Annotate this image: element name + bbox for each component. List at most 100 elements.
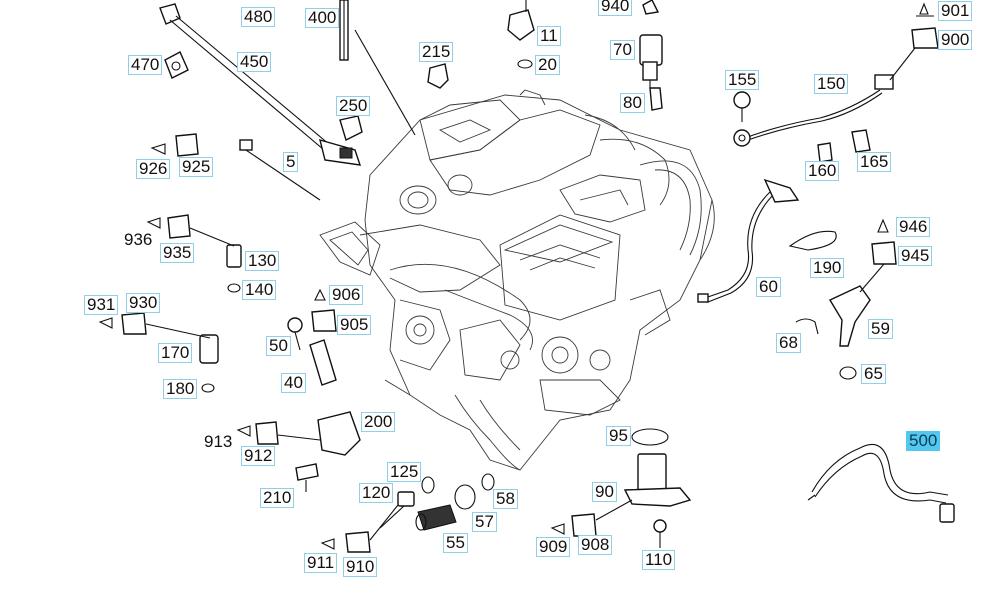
callout-480[interactable]: 480 — [241, 7, 276, 27]
callout-57[interactable]: 57 — [472, 512, 497, 532]
part-11-drawing — [507, 0, 535, 41]
callout-50[interactable]: 50 — [266, 336, 291, 356]
part-160-drawing — [817, 142, 833, 163]
part-40-drawing — [309, 339, 337, 386]
callout-940[interactable]: 940 — [598, 0, 633, 16]
callout-165[interactable]: 165 — [857, 152, 892, 172]
part-930-drawing — [121, 312, 147, 335]
part-480-drawing — [159, 3, 337, 156]
callout-95[interactable]: 95 — [606, 426, 631, 446]
part-150-drawing — [733, 47, 916, 147]
part-913-drawing — [236, 425, 251, 437]
callout-935[interactable]: 935 — [160, 243, 195, 263]
callout-215[interactable]: 215 — [419, 42, 454, 62]
callout-170[interactable]: 170 — [158, 343, 193, 363]
part-450-drawing — [319, 138, 362, 166]
part-935-drawing — [167, 214, 191, 239]
callout-120[interactable]: 120 — [359, 483, 394, 503]
callout-900[interactable]: 900 — [938, 30, 973, 50]
callout-150[interactable]: 150 — [814, 74, 849, 94]
callout-190[interactable]: 190 — [810, 258, 845, 278]
part-170-drawing — [145, 323, 219, 364]
part-65-drawing — [839, 366, 857, 380]
part-908-drawing — [571, 499, 633, 537]
part-90-drawing — [623, 453, 692, 507]
callout-80[interactable]: 80 — [620, 93, 645, 113]
callout-40[interactable]: 40 — [281, 373, 306, 393]
part-946-drawing — [877, 218, 889, 233]
callout-250[interactable]: 250 — [336, 96, 371, 116]
callout-909[interactable]: 909 — [536, 537, 571, 557]
part-68-drawing — [795, 318, 819, 335]
callout-140[interactable]: 140 — [242, 280, 277, 300]
callout-200[interactable]: 200 — [361, 412, 396, 432]
engine-assembly-drawing — [319, 89, 715, 471]
part-210-drawing — [295, 463, 319, 492]
callout-60[interactable]: 60 — [756, 277, 781, 297]
callout-125[interactable]: 125 — [387, 462, 422, 482]
callout-901[interactable]: 901 — [938, 1, 973, 21]
callout-500-selected[interactable]: 500 — [906, 431, 941, 451]
callout-911[interactable]: 911 — [304, 553, 338, 573]
part-912-drawing — [255, 421, 279, 445]
callout-59[interactable]: 59 — [868, 319, 893, 339]
part-55-drawing — [415, 504, 457, 531]
callout-905[interactable]: 905 — [337, 315, 372, 335]
callout-180[interactable]: 180 — [163, 379, 198, 399]
part-940-drawing — [642, 0, 660, 15]
callout-945[interactable]: 945 — [898, 246, 933, 266]
part-931-drawing — [98, 317, 113, 329]
callout-936[interactable]: 936 — [124, 230, 153, 249]
callout-155[interactable]: 155 — [725, 70, 760, 90]
callout-913[interactable]: 913 — [204, 432, 233, 451]
callout-130[interactable]: 130 — [245, 251, 280, 271]
leader-line-400 — [354, 29, 416, 136]
callout-55[interactable]: 55 — [443, 533, 468, 553]
part-120-drawing — [379, 491, 415, 529]
callout-58[interactable]: 58 — [493, 489, 518, 509]
callout-65[interactable]: 65 — [861, 364, 886, 384]
part-910-drawing — [345, 504, 399, 553]
callout-910[interactable]: 910 — [343, 557, 378, 577]
callout-400[interactable]: 400 — [305, 8, 340, 28]
part-500-drawing — [807, 443, 955, 523]
callout-931[interactable]: 931 — [84, 295, 119, 315]
part-110-drawing — [653, 519, 667, 548]
part-905-drawing — [311, 309, 337, 332]
callout-926[interactable]: 926 — [136, 159, 171, 179]
part-900-drawing — [911, 27, 939, 49]
part-400-drawing — [339, 0, 349, 61]
part-60-drawing — [697, 178, 800, 303]
part-59-drawing — [829, 263, 885, 347]
callout-70[interactable]: 70 — [610, 40, 635, 60]
part-95-drawing — [631, 428, 669, 446]
callout-160[interactable]: 160 — [805, 161, 840, 181]
callout-68[interactable]: 68 — [776, 333, 801, 353]
callout-930[interactable]: 930 — [126, 293, 161, 313]
part-57-drawing — [454, 484, 476, 510]
callout-925[interactable]: 925 — [179, 157, 214, 177]
part-130-drawing — [189, 227, 242, 268]
callout-906[interactable]: 906 — [329, 285, 364, 305]
callout-11[interactable]: 11 — [537, 26, 561, 46]
part-190-drawing — [788, 230, 837, 251]
callout-210[interactable]: 210 — [260, 488, 295, 508]
part-180-drawing — [201, 383, 215, 393]
part-909-drawing — [550, 523, 565, 535]
callout-110[interactable]: 110 — [642, 550, 676, 570]
part-906-drawing — [314, 288, 326, 301]
callout-20[interactable]: 20 — [535, 55, 560, 75]
callout-5[interactable]: 5 — [283, 152, 299, 172]
part-901-drawing — [916, 2, 934, 17]
part-58-drawing — [481, 473, 495, 491]
part-250-drawing — [339, 115, 363, 141]
callout-470[interactable]: 470 — [128, 55, 163, 75]
callout-912[interactable]: 912 — [241, 446, 276, 466]
callout-908[interactable]: 908 — [578, 535, 613, 555]
callout-946[interactable]: 946 — [896, 217, 931, 237]
callout-450[interactable]: 450 — [237, 52, 272, 72]
part-140-drawing — [227, 283, 241, 293]
callout-90[interactable]: 90 — [592, 482, 617, 502]
